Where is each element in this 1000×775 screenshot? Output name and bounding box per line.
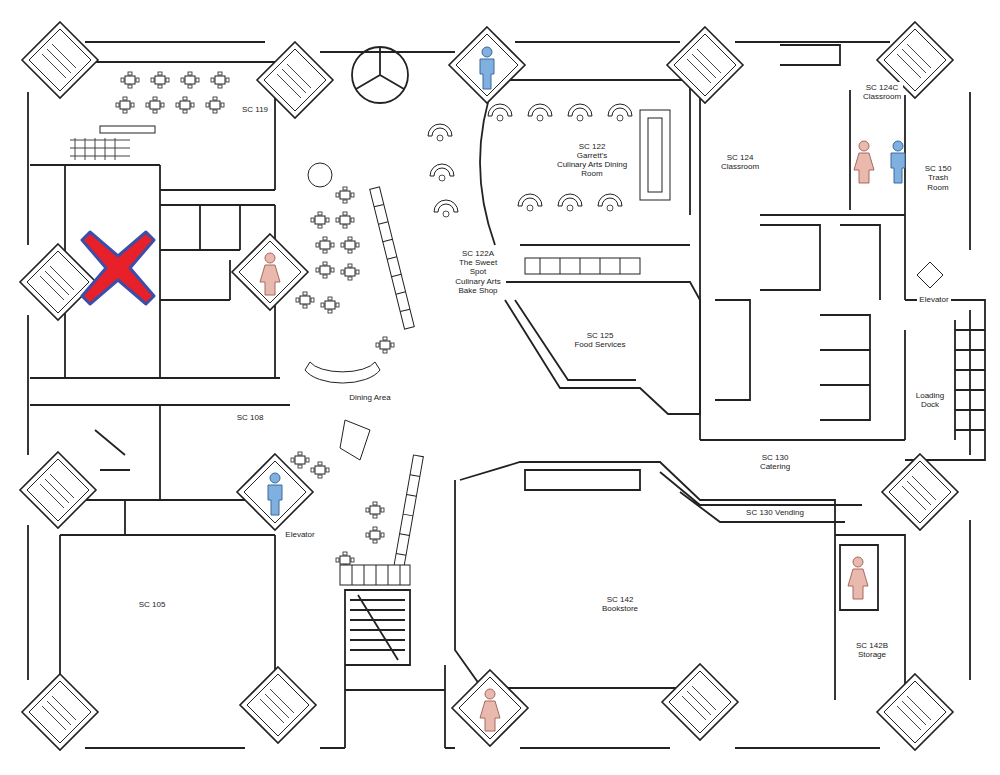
room-label: SC 142Bookstore bbox=[600, 594, 640, 614]
room-label: SC 124CClassroom bbox=[861, 82, 903, 102]
room-text: SC 125 bbox=[574, 331, 625, 340]
room-text: Culinary Arts Dining Room bbox=[552, 160, 632, 178]
room-label: Loading Dock bbox=[911, 390, 949, 410]
room-text: SC 105 bbox=[139, 600, 166, 609]
walls bbox=[28, 42, 985, 748]
room-label: SC 108 bbox=[235, 412, 266, 423]
room-text: Elevator bbox=[919, 295, 948, 304]
room-text: Food Services bbox=[574, 340, 625, 349]
room-label: SC 124Classroom bbox=[719, 152, 761, 172]
room-text: Loading Dock bbox=[913, 391, 947, 409]
room-label: SC 130Catering bbox=[758, 452, 792, 472]
location-marker bbox=[82, 232, 154, 304]
room-label: SC 122AThe Sweet SpotCulinary Arts Bake … bbox=[450, 248, 506, 296]
room-text: Trash Room bbox=[920, 173, 956, 191]
room-text: Bookstore bbox=[602, 604, 638, 613]
room-label: Dining Area bbox=[347, 392, 392, 403]
room-label: SC 125Food Services bbox=[572, 330, 627, 350]
room-label: SC 122Garrett'sCulinary Arts Dining Room bbox=[550, 141, 634, 180]
room-text: SC 119 bbox=[242, 105, 268, 114]
stair-tower bbox=[20, 22, 958, 750]
room-text: SC 130 Vending bbox=[746, 508, 804, 517]
room-text: Classroom bbox=[863, 92, 901, 101]
room-label: Elevator bbox=[917, 294, 950, 305]
room-text: Culinary Arts Bake Shop bbox=[452, 277, 504, 295]
room-label: SC 130 Vending bbox=[744, 507, 806, 518]
room-text: The Sweet Spot bbox=[452, 258, 504, 276]
room-text: Garrett's bbox=[552, 151, 632, 160]
room-text: SC 124C bbox=[863, 83, 901, 92]
restroom-icon bbox=[260, 47, 905, 731]
room-text: Dining Area bbox=[349, 393, 390, 402]
room-text: SC 142 bbox=[602, 595, 638, 604]
room-text: SC 130 bbox=[760, 453, 790, 462]
room-text: SC 142B bbox=[847, 641, 897, 650]
room-text: SC 122 bbox=[552, 142, 632, 151]
room-text: Classroom bbox=[721, 162, 759, 171]
room-text: Elevator bbox=[285, 530, 314, 539]
room-text: SC 122A bbox=[452, 249, 504, 258]
room-text: SC 108 bbox=[237, 413, 264, 422]
room-text: Storage bbox=[847, 650, 897, 659]
room-text: SC 124 bbox=[721, 153, 759, 162]
room-text: SC 150 bbox=[920, 164, 956, 173]
room-label: SC 150Trash Room bbox=[918, 163, 958, 193]
room-label: SC 142BStorage bbox=[845, 640, 899, 660]
room-label: Elevator bbox=[283, 529, 316, 540]
room-label: SC 119 bbox=[240, 104, 270, 115]
room-label: SC 105 bbox=[137, 599, 168, 610]
room-text: Catering bbox=[760, 462, 790, 471]
furniture bbox=[70, 72, 670, 585]
